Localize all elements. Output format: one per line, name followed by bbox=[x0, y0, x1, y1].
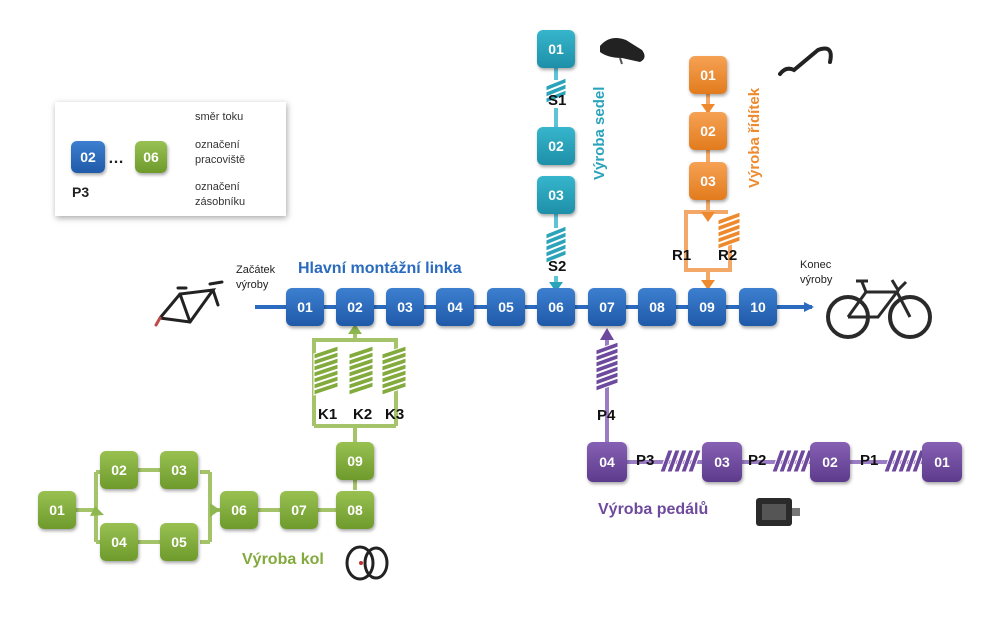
legend-flow-label: směr toku bbox=[195, 111, 244, 123]
handlebar-station-03: 03 bbox=[689, 162, 727, 200]
handlebar-station-02: 02 bbox=[689, 112, 727, 150]
buffer-label-K1: K1 bbox=[318, 406, 338, 423]
start-label-1: Začátek bbox=[236, 264, 276, 276]
wheels-connectors bbox=[74, 328, 398, 544]
pedal-station-02: 02 bbox=[810, 442, 850, 482]
buffer-stack-P2 bbox=[771, 449, 814, 473]
main-station-03: 03 bbox=[386, 288, 424, 326]
buffer-stack-R2 bbox=[717, 211, 741, 250]
legend-ellipsis: … bbox=[108, 150, 124, 167]
pedal-icon bbox=[756, 498, 800, 526]
wheel-station-09: 09 bbox=[336, 442, 374, 480]
bike-frame-icon bbox=[154, 280, 224, 327]
wheel-station-01: 01 bbox=[38, 491, 76, 529]
buffer-label-S1: S1 bbox=[548, 92, 567, 109]
pedals-title: Výroba pedálů bbox=[598, 501, 709, 518]
pedal-station-03: 03 bbox=[702, 442, 742, 482]
buffer-label-R1: R1 bbox=[672, 247, 692, 264]
buffer-label-P3: P3 bbox=[636, 452, 655, 469]
pedals-connectors bbox=[605, 336, 922, 464]
saddle-icon bbox=[600, 38, 645, 65]
handlebar-icon bbox=[778, 46, 833, 76]
buffer-stacks bbox=[91, 77, 926, 473]
wheel-station-07: 07 bbox=[280, 491, 318, 529]
buffer-stack-P1 bbox=[883, 449, 926, 473]
main-station-05: 05 bbox=[487, 288, 525, 326]
buffer-label-K2: K2 bbox=[353, 406, 373, 423]
handlebar-station-01: 01 bbox=[689, 56, 727, 94]
legend-workstation-example-last: 06 bbox=[135, 141, 167, 173]
bicycle-icon bbox=[826, 279, 932, 339]
wheel-station-03: 03 bbox=[160, 451, 198, 489]
main-station-06: 06 bbox=[537, 288, 575, 326]
main-line-title: Hlavní montážní linka bbox=[298, 260, 462, 277]
wheel-station-05: 05 bbox=[160, 523, 198, 561]
pedals-arrowhead bbox=[600, 328, 614, 340]
handlebars-arrowheads bbox=[701, 104, 715, 290]
main-station-10: 10 bbox=[739, 288, 777, 326]
main-station-09: 09 bbox=[688, 288, 726, 326]
main-station-08: 08 bbox=[638, 288, 676, 326]
buffer-label-P2: P2 bbox=[748, 452, 767, 469]
buffer-label-R2: R2 bbox=[718, 247, 738, 264]
wheel-station-02: 02 bbox=[100, 451, 138, 489]
legend-buffer-label-2: zásobníku bbox=[195, 196, 246, 208]
saddles-arrowhead bbox=[549, 282, 563, 292]
buffer-stack-P4 bbox=[595, 341, 619, 392]
legend-ws-label-2: pracoviště bbox=[195, 154, 246, 166]
legend-buffer-example-label: P3 bbox=[72, 184, 90, 200]
wheel-station-08: 08 bbox=[336, 491, 374, 529]
buffer-stack-P3 bbox=[659, 449, 702, 473]
wheel-station-06: 06 bbox=[220, 491, 258, 529]
legend-ws-label-1: označení bbox=[195, 139, 240, 151]
saddles-title: Výroba sedel bbox=[591, 86, 608, 180]
legend-buffer-label-1: označení bbox=[195, 181, 240, 193]
wheels-icon bbox=[345, 545, 389, 581]
pedal-station-04: 04 bbox=[587, 442, 627, 482]
saddle-station-03: 03 bbox=[537, 176, 575, 214]
saddle-station-02: 02 bbox=[537, 127, 575, 165]
buffer-label-P4: P4 bbox=[597, 407, 616, 424]
wheels-title: Výroba kol bbox=[242, 551, 324, 568]
end-label-2: výroby bbox=[800, 274, 833, 286]
buffer-label-K3: K3 bbox=[385, 406, 405, 423]
start-label-2: výroby bbox=[236, 279, 269, 291]
buffer-label-S2: S2 bbox=[548, 258, 567, 275]
handlebars-title: Výroba řídítek bbox=[746, 87, 763, 188]
legend-workstation-example-first: 02 bbox=[71, 141, 105, 173]
saddle-station-01: 01 bbox=[537, 30, 575, 68]
main-station-07: 07 bbox=[588, 288, 626, 326]
buffer-label-P1: P1 bbox=[860, 452, 879, 469]
main-station-02: 02 bbox=[336, 288, 374, 326]
buffer-stack-K2 bbox=[348, 345, 374, 396]
buffer-stack-S1 bbox=[545, 77, 567, 104]
buffer-stack-K3 bbox=[381, 345, 407, 396]
main-station-01: 01 bbox=[286, 288, 324, 326]
buffer-stack-K1 bbox=[313, 345, 339, 396]
main-station-04: 04 bbox=[436, 288, 474, 326]
buffer-stack-S2 bbox=[545, 225, 567, 264]
pedal-station-01: 01 bbox=[922, 442, 962, 482]
end-label-1: Konec bbox=[800, 259, 832, 271]
wheel-station-04: 04 bbox=[100, 523, 138, 561]
